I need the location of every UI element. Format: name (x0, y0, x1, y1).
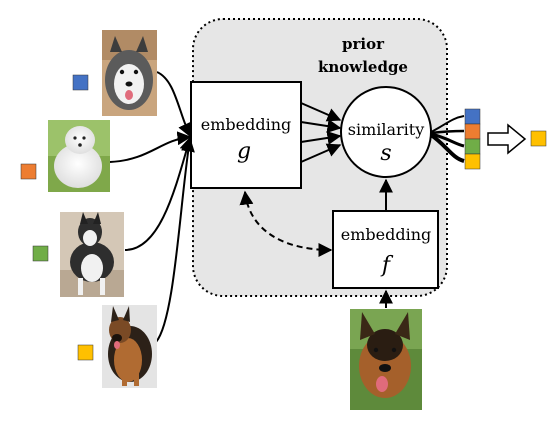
output-scores (464, 108, 481, 170)
embedding-g-box: embedding g (190, 81, 302, 189)
score-square (464, 153, 481, 170)
support-to-g-arrows (109, 71, 195, 343)
support-class-markers (20, 74, 94, 361)
class-marker-green (32, 245, 49, 262)
score-square (464, 138, 481, 155)
score-square (464, 108, 481, 125)
embedding-f-label: embedding (341, 225, 432, 244)
similarity-label: similarity (348, 120, 425, 139)
class-marker-blue (72, 74, 89, 91)
class-marker-yellow (77, 344, 94, 361)
class-marker-orange (20, 163, 37, 180)
similarity-to-scores-lines (429, 115, 465, 163)
query-image-shepherd (350, 309, 422, 410)
support-image-husky (60, 212, 124, 297)
g-f-shared-arrow (239, 190, 333, 257)
region-title-line1: prior (342, 35, 385, 53)
embedding-g-label: embedding (201, 115, 292, 134)
embedding-f-box: embedding f (332, 210, 439, 289)
support-image-malamute (102, 30, 157, 116)
similarity-symbol: s (380, 141, 391, 166)
support-image-samoyed (48, 120, 110, 192)
embedding-g-symbol: g (237, 139, 251, 164)
g-to-similarity-arrows (300, 102, 342, 163)
support-image-shepherd (102, 305, 157, 388)
score-square (464, 123, 481, 140)
output-arrow (487, 123, 527, 155)
region-title-line2: knowledge (318, 58, 408, 76)
similarity-s-node: similarity s (340, 86, 432, 178)
prediction-square (530, 130, 547, 147)
